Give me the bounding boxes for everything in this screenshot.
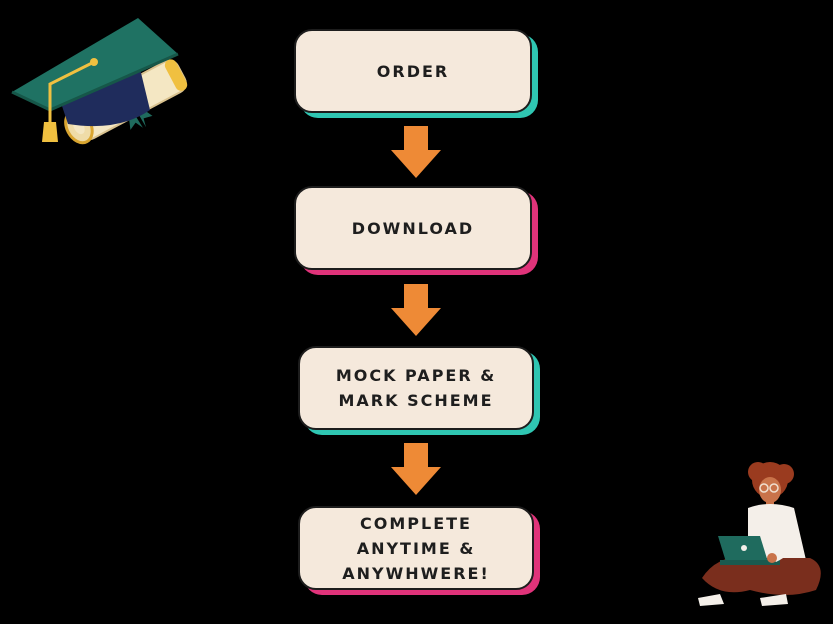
step-download-box: DOWNLOAD bbox=[294, 186, 532, 270]
step-order-label: ORDER bbox=[376, 61, 450, 81]
step-download-label: DOWNLOAD bbox=[351, 218, 475, 238]
step-complete-label: COMPLETE ANYTIME & ANYWHWERE! bbox=[342, 513, 490, 583]
step-complete-box: COMPLETE ANYTIME & ANYWHWERE! bbox=[298, 506, 534, 590]
step-mock-paper-box: MOCK PAPER & MARK SCHEME bbox=[298, 346, 534, 430]
down-arrow-icon bbox=[391, 126, 441, 178]
down-arrow-icon bbox=[391, 284, 441, 336]
down-arrow-icon bbox=[391, 443, 441, 495]
student-laptop-icon bbox=[698, 462, 821, 606]
step-order-box: ORDER bbox=[294, 29, 532, 113]
step-mock-paper-label: MOCK PAPER & MARK SCHEME bbox=[335, 366, 497, 410]
graduation-cap-diploma-icon bbox=[11, 18, 188, 145]
